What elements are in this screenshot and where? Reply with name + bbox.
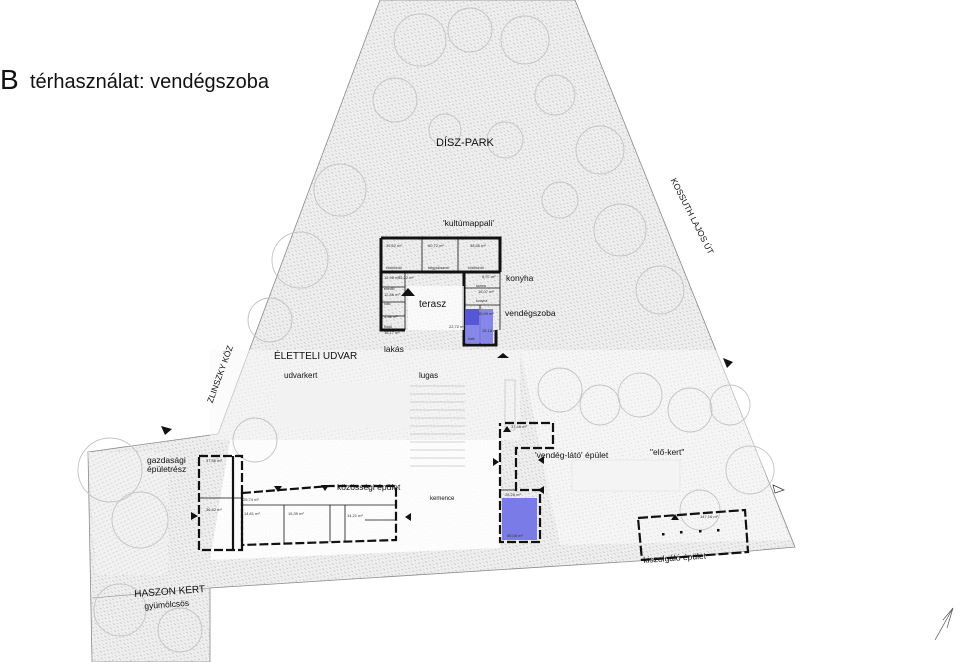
room-area: 18,17 m² xyxy=(384,330,400,335)
room-area: 37,46 m² xyxy=(511,424,527,429)
room-area: 38,66 m² xyxy=(470,243,486,248)
lakas-label: lakás xyxy=(384,344,404,354)
room-area: 5,98 m² xyxy=(384,314,398,319)
elo-kert-label: "elő-kert" xyxy=(650,447,685,457)
room-area: 55,08 m² xyxy=(507,533,523,538)
room-area: 15,22 m² xyxy=(398,275,414,280)
room-area: 39,62 m² xyxy=(386,243,402,248)
gazdasagi-label: gazdasági xyxy=(147,455,186,465)
page-title: térhasználat: vendégszoba xyxy=(30,71,270,93)
room-area: 8,97 m² xyxy=(482,274,496,279)
eletteli-udvar-label: ÉLETTELI UDVAR xyxy=(274,351,358,362)
room-tag: háló xyxy=(468,337,475,341)
room-tag: fürdő xyxy=(384,325,392,329)
triangle-marker-icon xyxy=(772,484,785,494)
kultumappali-label: 'kultúmappali' xyxy=(443,218,494,228)
room-area: 15,18 m² xyxy=(482,328,498,333)
kozossegi-label: közösségi épület xyxy=(337,482,401,492)
room-area: 25,74 m² xyxy=(243,497,259,502)
elo-kert-area xyxy=(571,459,681,492)
terasz-label: terasz xyxy=(419,299,447,310)
plot-area xyxy=(87,0,796,662)
room-tag: ebédlő xyxy=(384,287,395,291)
north-arrow-icon xyxy=(934,607,954,641)
room-area: 15,39 m² xyxy=(288,511,304,516)
entrance-arrow-icon xyxy=(161,288,733,521)
room-area: 16,07 m² xyxy=(478,289,494,294)
room-tag: közlekedő xyxy=(468,266,484,270)
room-area: 37,56 m² xyxy=(206,458,222,463)
room-area: 14,21 m² xyxy=(347,513,363,518)
room-area: 12,86 m² xyxy=(384,292,400,297)
room-tag: konyha xyxy=(476,299,488,303)
title-letter: B xyxy=(0,64,19,95)
room-tag: tárgyalósarok xyxy=(428,266,450,270)
community-building xyxy=(240,484,398,547)
room-area: 12,96 m² xyxy=(384,275,400,280)
vendeg-lato-label: 'vendég-látó' épület xyxy=(535,450,609,460)
room-tag: háló xyxy=(384,302,391,306)
lugas-label: lugas xyxy=(419,371,439,380)
room-area: 147,16 m² xyxy=(700,514,719,519)
room-area: 28,26 m² xyxy=(505,492,521,497)
east-lawn xyxy=(520,350,790,545)
room-area: 15,99 m² xyxy=(478,311,494,316)
guest-building xyxy=(498,421,555,544)
terrace-deck xyxy=(408,286,464,330)
room-area: 60,72 m² xyxy=(428,243,444,248)
udvar-open-area xyxy=(210,350,520,440)
epuletresz-label: épületrész xyxy=(147,464,187,474)
vendegszoba-label: vendégszoba xyxy=(505,308,556,318)
lugas-pergola xyxy=(410,385,465,467)
room-tag: kamra xyxy=(476,284,486,288)
guest-highlight-room xyxy=(502,498,537,540)
kemence-label: kemence xyxy=(430,496,455,502)
room-area: 36,42 m² xyxy=(206,507,222,512)
room-tag: közlekedő xyxy=(386,266,402,270)
haszon-kert-area xyxy=(88,452,168,575)
room-area: 22,72 m² xyxy=(449,324,465,329)
tree-canopies xyxy=(77,7,775,653)
lower-yard xyxy=(210,440,500,560)
konyha-label: konyha xyxy=(506,273,534,283)
udvarkert-label: udvarkert xyxy=(284,371,318,380)
disz-park-label: DÍSZ-PARK xyxy=(436,137,494,149)
room-area: 14,61 m² xyxy=(244,511,260,516)
service-building xyxy=(636,508,750,562)
